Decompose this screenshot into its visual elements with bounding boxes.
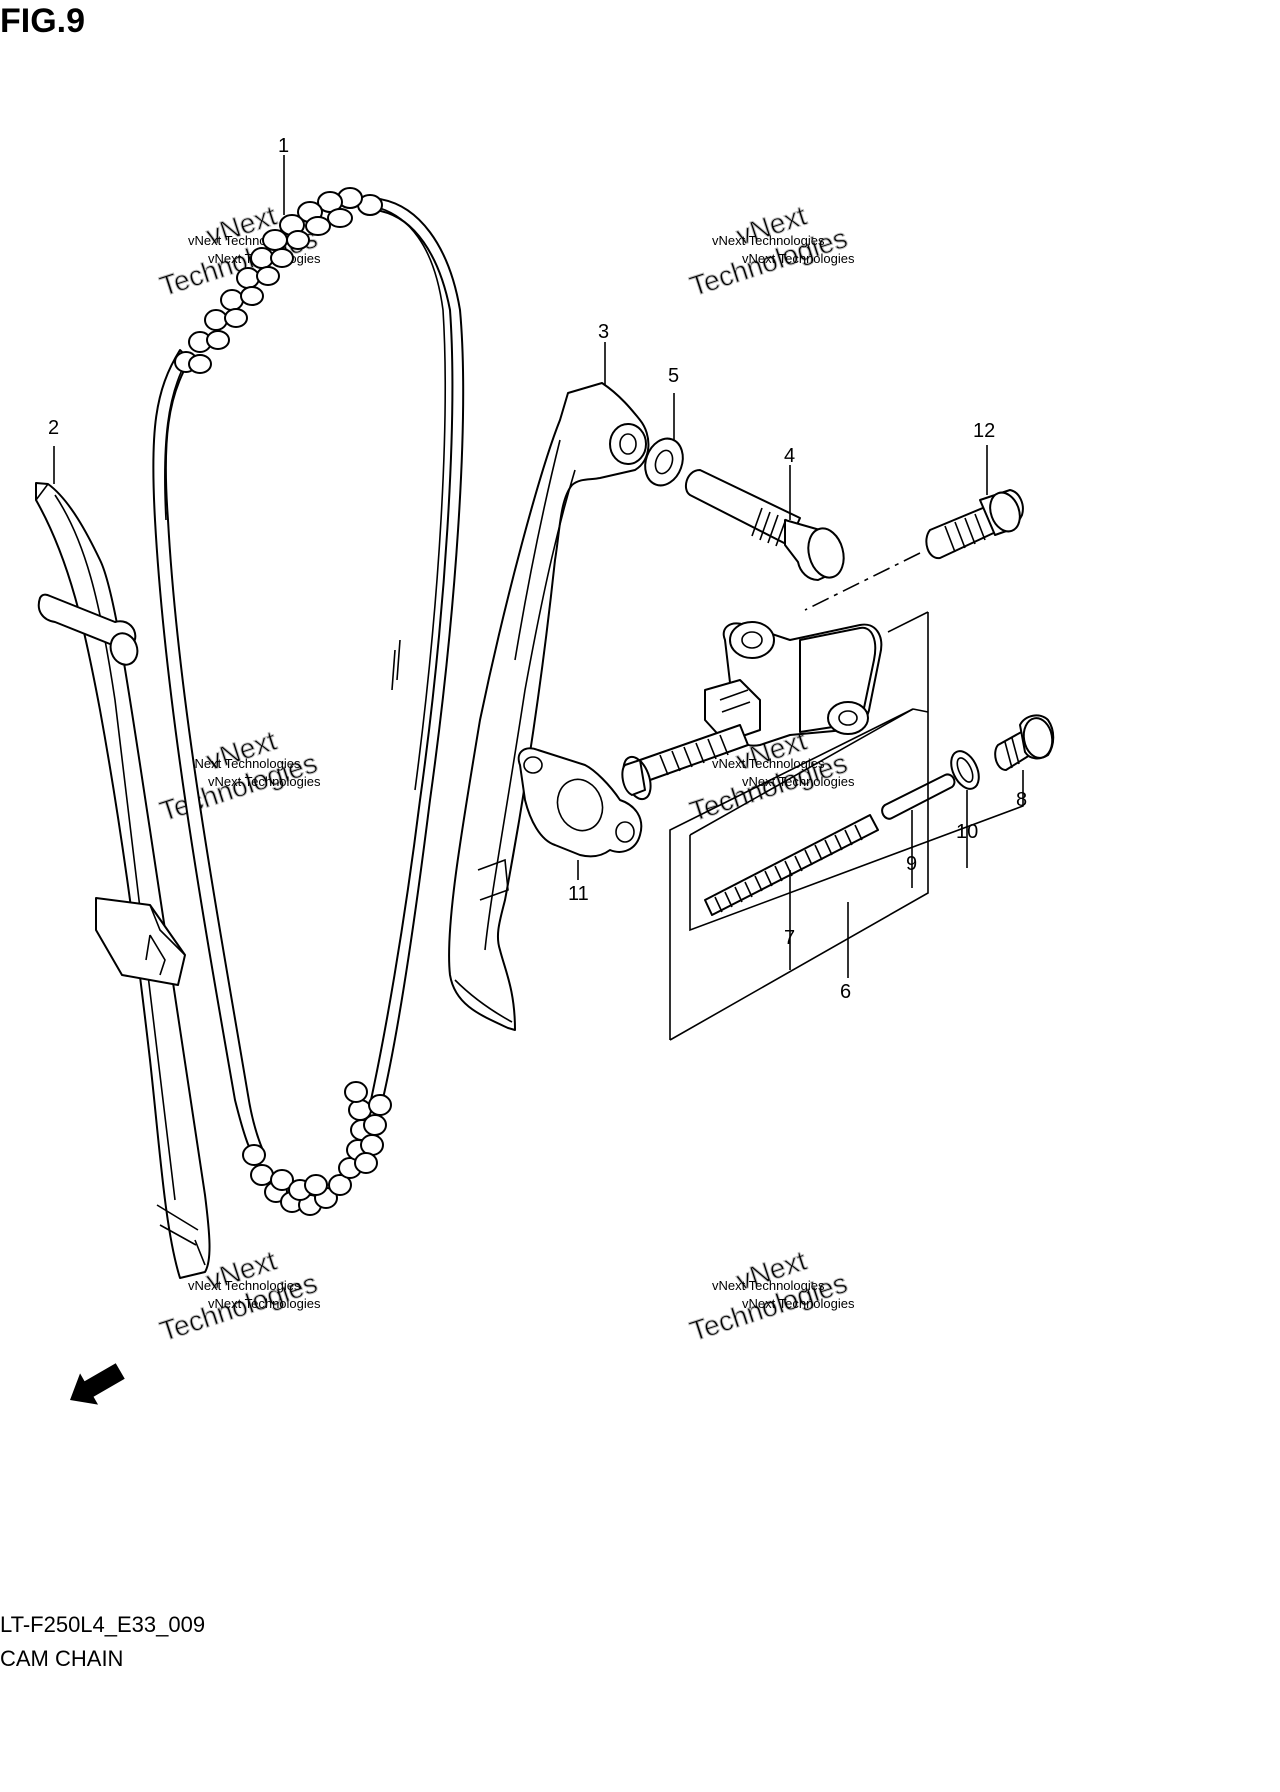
- watermark-small: vNext Technologies: [742, 774, 855, 789]
- cam-chain: [152, 187, 465, 1216]
- callout-4: 4: [784, 445, 795, 467]
- chain-links-bottom: [242, 1081, 392, 1216]
- rod: [881, 773, 956, 820]
- tensioner-assembly: [621, 621, 883, 801]
- watermark-small: vNext Technologies: [188, 756, 301, 771]
- callout-7: 7: [784, 927, 795, 949]
- figure-title: FIG.9: [0, 2, 86, 40]
- callout-2: 2: [48, 417, 59, 439]
- fwd-arrow-icon: FWD: [70, 1363, 125, 1405]
- pivot-bolt: [684, 469, 845, 581]
- chain-links-top: [174, 187, 383, 374]
- callout-5: 5: [668, 365, 679, 387]
- callout-9: 9: [906, 853, 917, 875]
- callout-11: 11: [568, 883, 589, 905]
- watermark-small: vNext Technologies: [742, 1296, 855, 1311]
- watermark-small: vNext Technologies: [712, 233, 825, 248]
- callout-leaders: [53, 155, 1024, 1041]
- tensioner-gasket: [517, 747, 643, 858]
- callout-6: 6: [840, 981, 851, 1003]
- watermark-small: vNext Technologies: [188, 1278, 301, 1293]
- watermark-small: vNext Technologies: [208, 1296, 321, 1311]
- watermark-small: vNext Technologies: [208, 774, 321, 789]
- cap-bolt: [994, 714, 1055, 771]
- watermark-small: vNext Technologies: [712, 1278, 825, 1293]
- chain-guide-rear: [35, 482, 211, 1279]
- callout-8: 8: [1016, 789, 1027, 811]
- callout-3: 3: [598, 321, 609, 343]
- chain-tensioner-arm: [448, 382, 650, 1031]
- mounting-bolt: [925, 489, 1024, 560]
- watermark-small: vNext Technologies: [742, 251, 855, 266]
- callout-12: 12: [973, 420, 995, 442]
- spring: [704, 814, 879, 916]
- washer: [644, 437, 684, 487]
- gasket-ring: [950, 750, 980, 790]
- model-code: LT-F250L4_E33_009: [0, 1612, 206, 1637]
- callout-10: 10: [956, 821, 978, 843]
- callout-1: 1: [278, 135, 289, 157]
- diagram-caption: CAM CHAIN: [0, 1646, 124, 1671]
